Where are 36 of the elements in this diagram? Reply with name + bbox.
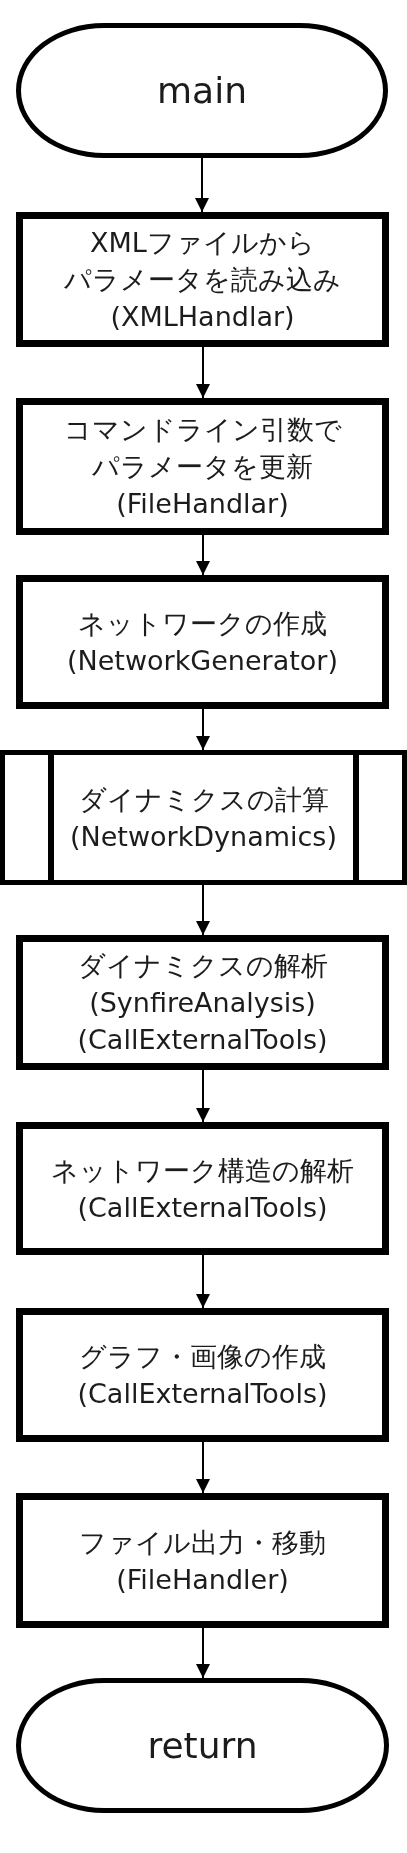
arrow	[196, 708, 210, 751]
process-box	[16, 1122, 389, 1255]
process-box	[16, 935, 389, 1070]
class-name-label: (XMLHandlar)	[110, 300, 295, 334]
arrow	[196, 884, 210, 936]
arrow	[196, 1069, 210, 1123]
step-title: XMLファイルからパラメータを読み込み	[63, 226, 342, 297]
class-name-label: (FileHandlar)	[116, 487, 289, 521]
process-box	[16, 1308, 389, 1442]
step-title: グラフ・画像の作成	[79, 1340, 326, 1374]
class-name-label: (CallExternalTools)	[77, 1190, 328, 1225]
step-title: ファイル出力・移動	[79, 1525, 326, 1560]
class-name-label: (NetworkGenerator)	[67, 644, 338, 678]
process-box	[16, 575, 389, 709]
terminator-label: return	[147, 1723, 258, 1768]
arrow	[196, 1441, 210, 1494]
arrow	[196, 534, 210, 576]
class-name-label: (CallExternalTools)	[77, 1023, 328, 1057]
step-title: ネットワーク構造の解析	[51, 1153, 354, 1188]
process-box	[16, 1493, 389, 1628]
arrow	[196, 346, 210, 399]
step-title: ダイナミクスの解析	[77, 949, 328, 983]
step-title: ダイナミクスの計算	[78, 782, 329, 817]
process-box	[16, 398, 389, 535]
arrow	[196, 1627, 210, 1679]
process-box	[16, 212, 389, 347]
arrow	[196, 1254, 210, 1309]
class-name-label: (FileHandler)	[116, 1562, 289, 1597]
class-name-label: (SynfireAnalysis)	[89, 986, 316, 1020]
class-name-label: (NetworkDynamics)	[70, 819, 337, 854]
class-name-label: (CallExternalTools)	[77, 1377, 328, 1411]
step-title: ネットワークの作成	[78, 607, 327, 641]
terminator-label: main	[157, 68, 247, 113]
step-title: コマンドライン引数でパラメータを更新	[62, 413, 343, 484]
arrow	[195, 157, 209, 213]
predefined-process-box	[0, 750, 407, 885]
